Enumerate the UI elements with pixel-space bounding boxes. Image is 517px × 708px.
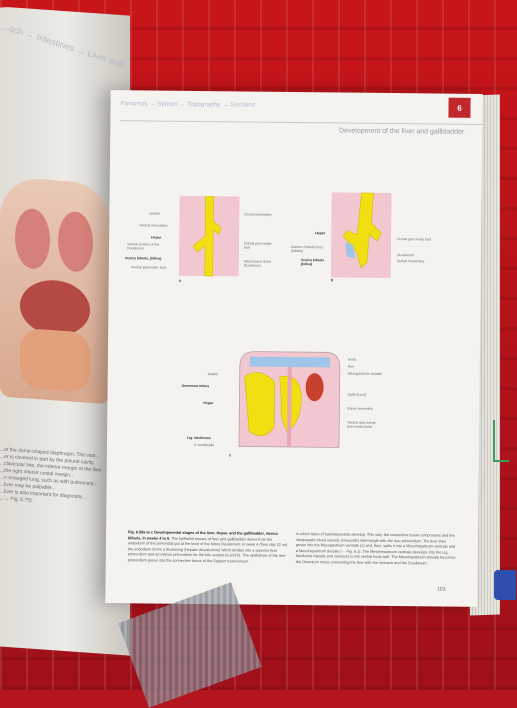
label-vesica-b: Vesica biliaris [fellea] — [300, 258, 325, 267]
label-attachment-duodenum: Attachment of the Duodenum — [243, 259, 272, 268]
figure-letter-b: b — [330, 277, 334, 283]
figure-c-mesogastrium — [286, 366, 292, 447]
left-page-text: ...of the dome-shaped diaphragm. The vas… — [0, 447, 120, 511]
label-ductus-choledochus: Ductus choledochus (biliaris) — [291, 244, 323, 254]
label-v-umbilicalis: V. umbilicalis — [193, 442, 215, 448]
liver-illustration — [20, 277, 90, 338]
title-divider — [120, 120, 483, 125]
page-title: Development of the liver and gallbladder — [338, 127, 465, 136]
label-hepar-b: Hepar — [315, 231, 326, 236]
label-duodenum-b: Duodenum — [396, 253, 415, 258]
figure-c-aorta — [249, 356, 330, 368]
label-dorsal-mesentery-b: Dorsal mesentery — [396, 259, 425, 264]
breadcrumb: Pancreas → Spleen → Topography → Section… — [120, 101, 256, 109]
label-hepar-a: Hepar — [151, 235, 162, 240]
label-aorta: Aorta — [347, 357, 357, 362]
lung-right-illustration — [58, 210, 93, 274]
figure-letter-c: c — [228, 452, 232, 458]
figure-b-gut — [342, 192, 382, 269]
label-dorsal-pancreatic-a: Dorsal pancreatic bud — [244, 241, 272, 250]
figure-b-illustration — [330, 192, 392, 279]
green-marker — [493, 420, 509, 462]
label-hepar-c: Hepar — [203, 401, 214, 406]
figure-caption-left: Fig. 6.58a to c Developmental stages of … — [128, 530, 288, 565]
figure-c-illustration — [238, 351, 341, 448]
label-ventral-duodenum: Ventral portion of the Duodenum — [127, 242, 160, 251]
blue-bookmark-tab — [494, 570, 516, 600]
torso-illustration — [0, 176, 110, 405]
label-ventral-mesentery: Ventral mesentery — [139, 223, 168, 228]
label-mesogastrium: Mesogastrium dorsale — [347, 371, 383, 376]
label-vesica-a: Vesica biliaris, [fellea] — [124, 256, 162, 261]
figure-b-vesica — [345, 242, 355, 259]
figure-caption-right: in which islets of haematopoietic develo… — [295, 532, 456, 566]
figure-a-illustration — [178, 195, 240, 277]
label-omentum-minus: Omentum minus — [181, 383, 210, 389]
label-bursa-omentalis: Bursa omentalis — [347, 406, 373, 411]
label-ren: Ren — [347, 364, 355, 369]
intestines-illustration — [20, 327, 90, 393]
label-gaster-a: Gaster — [149, 211, 160, 216]
lung-left-illustration — [15, 207, 50, 270]
figure-letter-a: a — [178, 277, 181, 283]
label-splen: Splen [Lien] — [347, 392, 367, 397]
figure-c-liver — [244, 372, 275, 436]
label-dorsal-mesentery-a: Dorsal mesentery — [244, 212, 272, 217]
figure-a-gut — [192, 195, 222, 277]
page-number: 103 — [437, 586, 446, 593]
left-page-header: ...ach → Intestines → Liver and... — [0, 20, 130, 72]
label-gaster-c: Gaster — [207, 372, 219, 377]
right-page: Pancreas → Spleen → Topography → Section… — [105, 90, 483, 607]
figure-c-spleen — [305, 373, 324, 402]
label-pancreatic-buds-c: Ventral and dorsal pancreatic buds — [347, 420, 376, 429]
label-lig-falciforme: Lig. falciforme — [187, 435, 211, 441]
label-ventral-pancreatic-bud: Ventral pancreatic bud — [130, 265, 166, 270]
chapter-number-badge: 6 — [448, 97, 471, 118]
label-dorsal-pancreatic-b: Dorsal pancreatic bud — [397, 237, 432, 242]
